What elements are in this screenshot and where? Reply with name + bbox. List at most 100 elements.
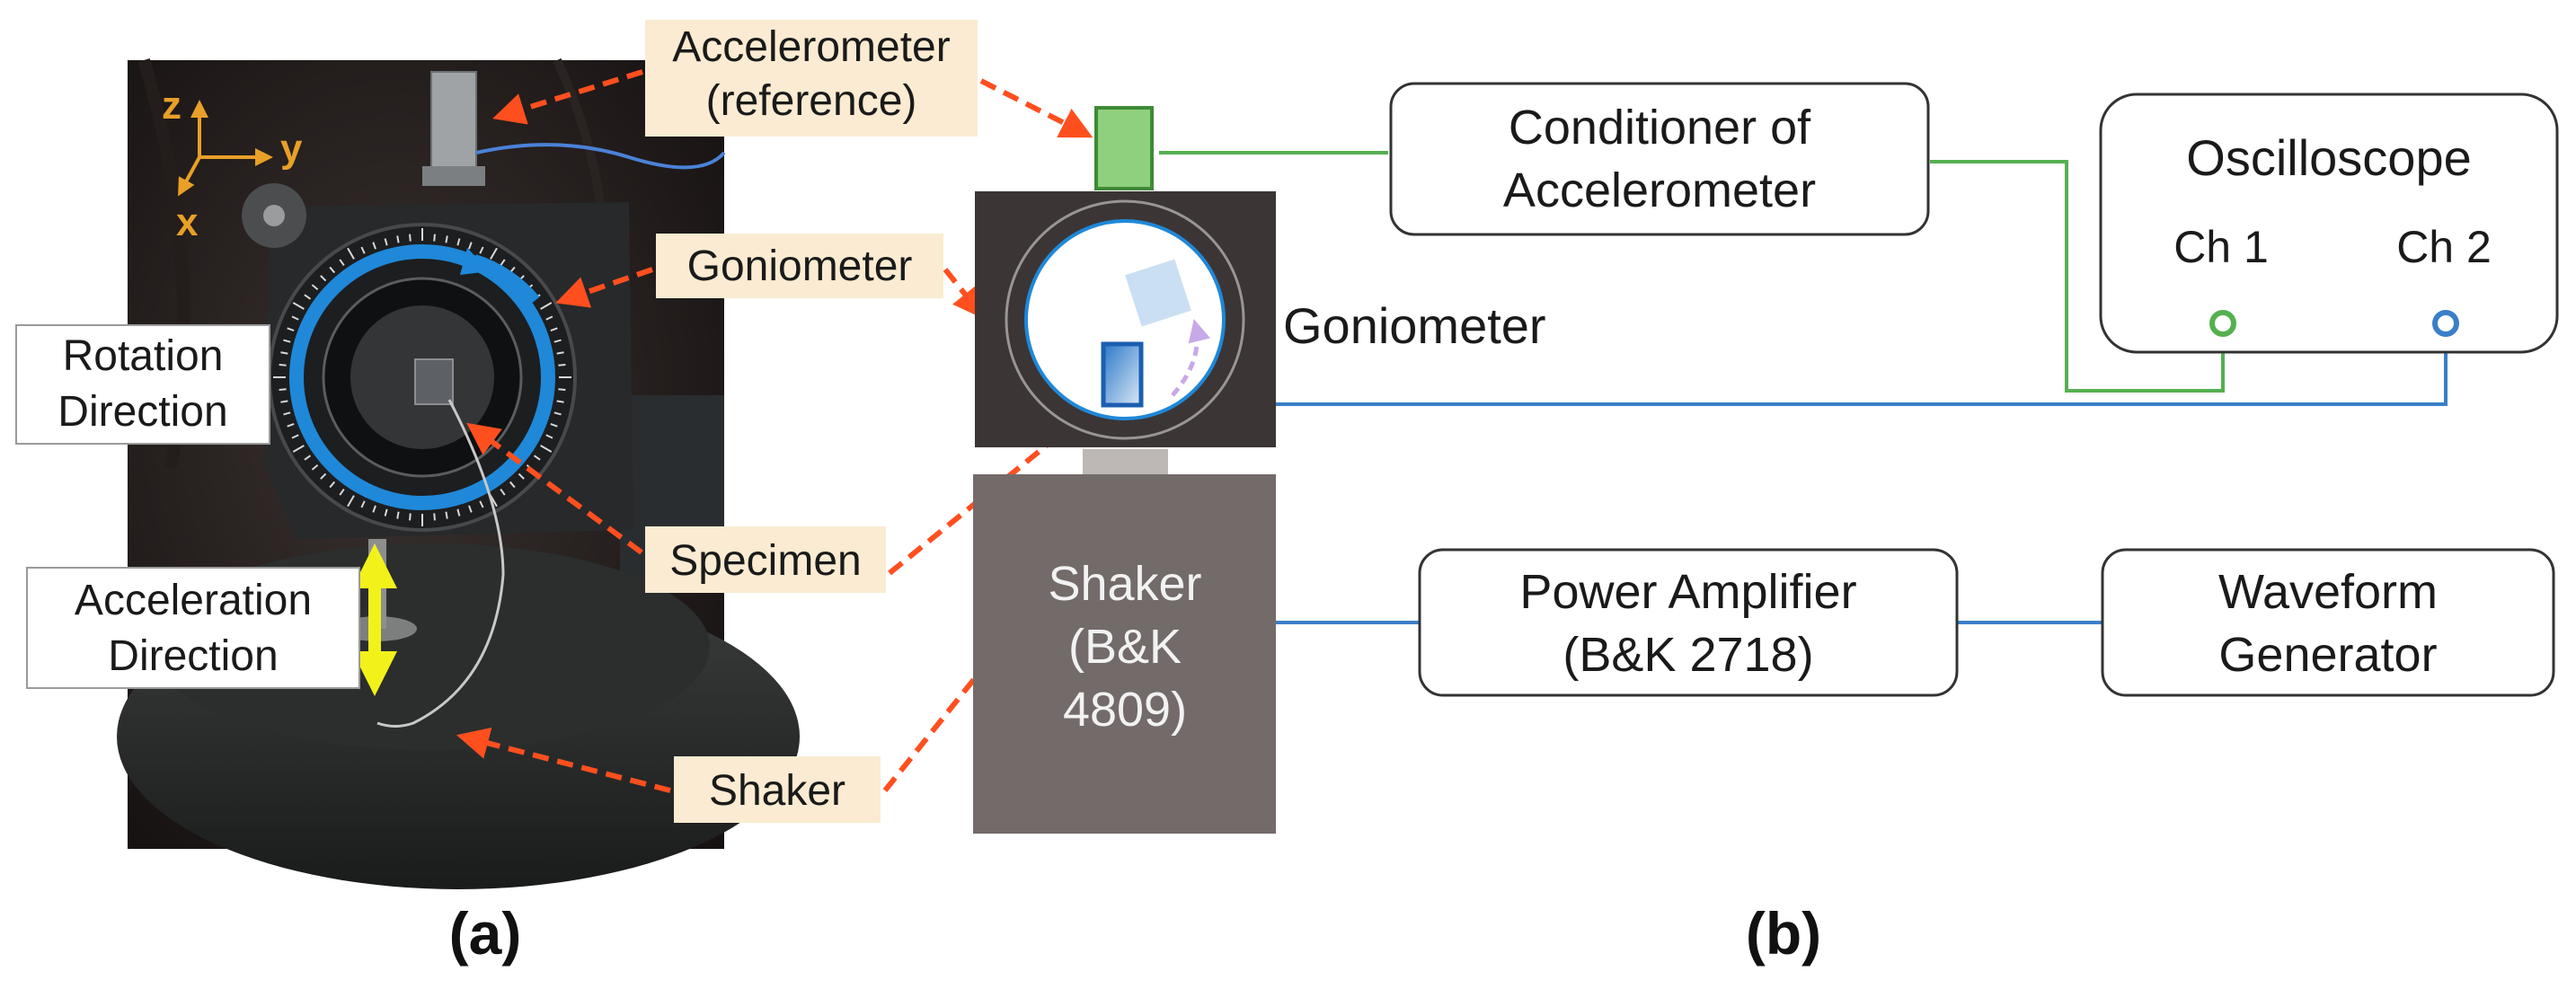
- goniometer-schematic: [975, 191, 1276, 447]
- waveform-line2: Generator: [2218, 628, 2437, 682]
- dial-tick: [550, 327, 558, 331]
- dial-tick: [556, 351, 564, 355]
- dial-tick: [372, 242, 376, 250]
- dial-tick: [500, 259, 506, 267]
- callout-accelerometer-line1: Accelerometer: [672, 23, 950, 71]
- callout-acceleration-line2: Direction: [108, 632, 278, 680]
- rotation-ring: [289, 244, 555, 510]
- callout-acceleration-direction: Acceleration Direction: [26, 567, 360, 689]
- callout-goniometer-text: Goniometer: [687, 243, 913, 290]
- dial-tick: [396, 511, 400, 519]
- callout-accelerometer-line2: (reference): [706, 77, 917, 125]
- dial-tick: [384, 238, 388, 246]
- acceleration-arrow: [352, 543, 397, 696]
- shaker-schematic: Shaker (B&K 4809): [973, 474, 1276, 834]
- dial-tick: [339, 488, 345, 496]
- specimen-rotated-ghost: [1125, 259, 1191, 327]
- amplifier-line2: (B&K 2718): [1562, 628, 1813, 682]
- dial-tick: [396, 235, 400, 243]
- waveform-line1: Waveform: [2218, 565, 2438, 619]
- specimen-photo: [414, 358, 454, 405]
- dial-tick: [445, 511, 448, 519]
- specimen-block: [1101, 341, 1144, 408]
- conditioner-line1: Conditioner of: [1509, 101, 1811, 155]
- callout-specimen: Specimen: [645, 526, 886, 593]
- callout-acceleration-line1: Acceleration: [75, 577, 312, 624]
- goniometer-schematic-label: Goniometer: [1283, 297, 1546, 354]
- arrow-to-shaker-schematic: [882, 628, 1015, 792]
- arrow-to-specimen-photo: [466, 422, 643, 555]
- dial-tick: [490, 247, 498, 260]
- oscilloscope-ch1-label: Ch 1: [2173, 222, 2269, 272]
- dial-tick: [287, 423, 295, 428]
- dial-tick: [456, 508, 461, 517]
- dial-tick: [558, 364, 566, 366]
- dial-tick: [468, 242, 473, 250]
- shaker-line3: 4809): [1063, 683, 1187, 737]
- dial-tick: [372, 505, 376, 513]
- dial-tick: [553, 411, 562, 416]
- accelerometer-photo: [430, 71, 477, 172]
- dial-tick: [540, 302, 553, 310]
- conditioner-box: Conditioner of Accelerometer: [1389, 82, 1930, 236]
- dial-tick: [456, 238, 461, 246]
- dial-tick: [280, 351, 288, 355]
- callout-accelerometer: Accelerometer (reference): [645, 20, 978, 137]
- axis-x-label: x: [176, 200, 199, 244]
- dial-tick: [500, 488, 506, 496]
- dial-tick: [283, 411, 291, 416]
- callout-goniometer: Goniometer: [656, 234, 943, 298]
- dial-tick: [304, 455, 312, 461]
- dial-tick: [556, 400, 564, 403]
- callout-shaker-text: Shaker: [709, 767, 845, 815]
- dial-tick: [304, 294, 312, 300]
- shaker-line1: Shaker: [1048, 557, 1201, 611]
- dial-tick: [545, 315, 553, 321]
- dial-tick: [550, 423, 558, 428]
- dial-tick: [384, 508, 388, 517]
- mount-adapter: [1083, 449, 1168, 474]
- dial-tick: [445, 235, 448, 243]
- callout-specimen-text: Specimen: [669, 537, 861, 585]
- ch2-port: [2432, 310, 2459, 337]
- dial-tick: [479, 246, 484, 254]
- dial-tick: [311, 464, 319, 471]
- ch1-port: [2209, 310, 2236, 337]
- callout-shaker: Shaker: [674, 756, 881, 823]
- power-amplifier-box: Power Amplifier (B&K 2718): [1418, 548, 1959, 697]
- dial-tick: [279, 388, 287, 391]
- dial-tick: [540, 445, 553, 453]
- dial-tick: [291, 434, 299, 439]
- dial-tick: [360, 500, 366, 508]
- dial-tick: [509, 481, 516, 489]
- dial-tick: [283, 339, 291, 343]
- callout-rotation-line1: Rotation: [63, 332, 224, 380]
- callout-rotation-line2: Direction: [58, 388, 227, 436]
- dial-tick: [320, 472, 327, 480]
- dial-tick: [360, 246, 366, 254]
- dial-tick: [292, 445, 305, 453]
- axis-indicator: z y x: [162, 84, 303, 244]
- arrow-to-shaker-photo: [456, 727, 671, 793]
- sensor-cable: [475, 143, 726, 170]
- dial-tick: [329, 266, 336, 274]
- accelerometer-base-photo: [422, 166, 485, 186]
- arrow-to-goniometer-schematic: [943, 268, 986, 320]
- oscilloscope-box: Oscilloscope Ch 1 Ch 2: [2099, 93, 2559, 354]
- dial-tick: [533, 455, 541, 461]
- dial-tick: [433, 234, 436, 242]
- dial-tick: [339, 259, 345, 267]
- dial-tick: [433, 513, 436, 521]
- dial-tick: [291, 315, 299, 321]
- accelerometer-block: [1094, 106, 1154, 190]
- arrow-to-goniometer-photo: [555, 267, 653, 308]
- dial-tick: [409, 513, 412, 521]
- waveform-generator-box: Waveform Generator: [2101, 548, 2555, 697]
- dial-tick: [468, 505, 473, 513]
- conditioner-to-ch1-wire: [1930, 160, 2225, 393]
- axis-z-label: z: [162, 84, 181, 128]
- callout-rotation-direction: Rotation Direction: [15, 324, 270, 445]
- dial-tick: [311, 284, 319, 291]
- amplifier-line1: Power Amplifier: [1519, 565, 1856, 619]
